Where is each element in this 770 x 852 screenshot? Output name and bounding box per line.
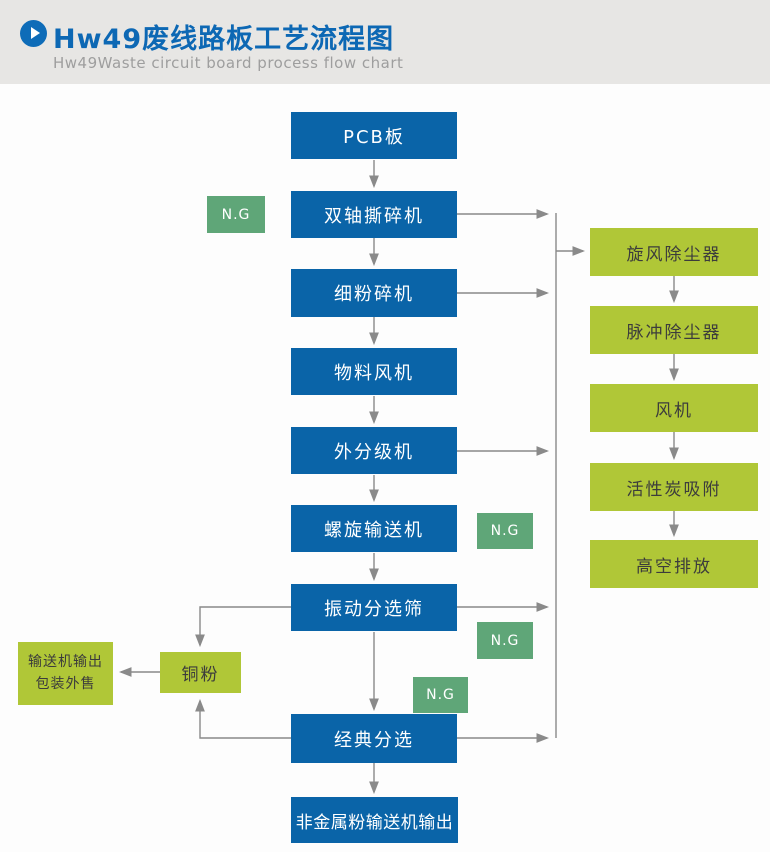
flow-node-material-fan: 物料风机	[291, 348, 457, 395]
flow-node-double-shaft-shredder: 双轴撕碎机	[291, 191, 457, 238]
flow-node-classic-sorter: 经典分选	[291, 714, 457, 763]
node-label-line2: 包装外售	[35, 675, 96, 692]
page-header: Hw49废线路板工艺流程图 Hw49Waste circuit board pr…	[0, 0, 770, 84]
badge-label: N.G	[490, 523, 520, 539]
play-icon	[20, 20, 47, 47]
page-title: Hw49废线路板工艺流程图	[53, 24, 395, 55]
node-label: 高空排放	[636, 556, 712, 577]
flow-node-activated-carbon-adsorption: 活性炭吸附	[590, 463, 758, 511]
flow-node-cyclone-dust-collector: 旋风除尘器	[590, 228, 758, 276]
node-label: PCB板	[343, 126, 405, 148]
flow-node-pulse-dust-collector: 脉冲除尘器	[590, 306, 758, 354]
node-label: 螺旋输送机	[324, 519, 424, 541]
flow-node-copper-powder: 铜粉	[160, 652, 241, 693]
ng-badge-classic-sorter: N.G	[413, 677, 468, 713]
ng-badge-shredder: N.G	[207, 196, 265, 233]
node-label: 外分级机	[334, 441, 414, 463]
badge-label: N.G	[490, 632, 520, 649]
flow-node-nonmetal-powder-output: 非金属粉输送机输出	[291, 797, 458, 843]
node-label: 风机	[655, 400, 693, 421]
page-subtitle: Hw49Waste circuit board process flow cha…	[53, 54, 404, 72]
flow-node-screw-conveyor: 螺旋输送机	[291, 505, 457, 552]
ng-badge-vibrating-screen: N.G	[477, 622, 533, 659]
flow-node-air-classifier: 外分级机	[291, 427, 457, 474]
flow-node-pcb-board: PCB板	[291, 112, 457, 159]
node-label: 脉冲除尘器	[626, 322, 722, 343]
flow-node-high-altitude-discharge: 高空排放	[590, 540, 758, 588]
badge-label: N.G	[221, 206, 251, 223]
node-label: 活性炭吸附	[626, 479, 722, 500]
flow-node-conveyor-output-packaging: 输送机输出 包装外售	[18, 642, 113, 705]
flow-node-fan: 风机	[590, 384, 758, 432]
flow-node-vibrating-screen: 振动分选筛	[291, 584, 457, 631]
node-label: 经典分选	[334, 729, 414, 751]
node-label: 物料风机	[334, 362, 414, 384]
flow-node-fine-crusher: 细粉碎机	[291, 269, 457, 317]
node-label: 振动分选筛	[324, 598, 424, 620]
ng-badge-screw-conveyor: N.G	[477, 513, 533, 549]
node-label-line1: 输送机输出	[28, 653, 103, 670]
badge-label: N.G	[426, 687, 455, 703]
node-label: 非金属粉输送机输出	[295, 812, 454, 833]
node-label: 细粉碎机	[334, 284, 414, 305]
node-label: 铜粉	[181, 665, 220, 685]
node-label: 旋风除尘器	[626, 244, 722, 265]
node-label: 双轴撕碎机	[324, 205, 424, 227]
